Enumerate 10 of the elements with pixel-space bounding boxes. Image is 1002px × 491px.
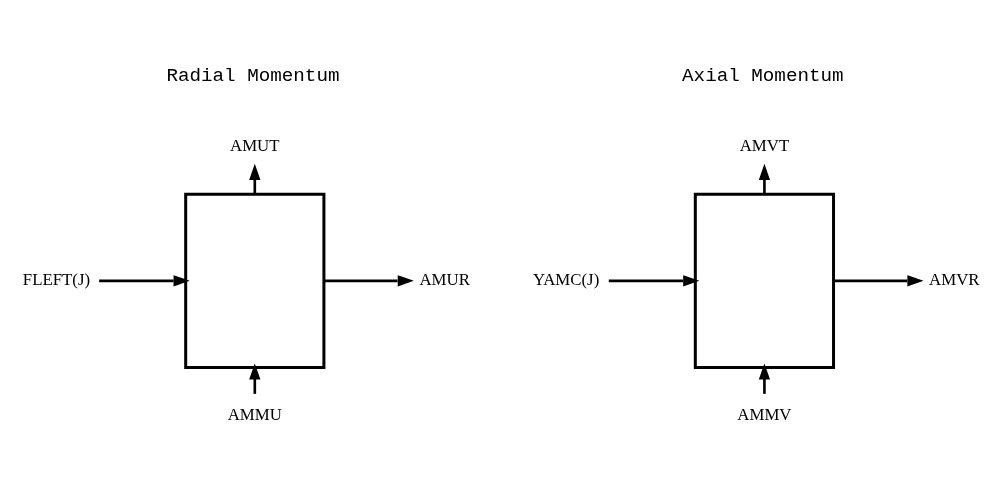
node-text: AMUR: [418, 269, 470, 289]
node-text: FLEFT(J): [22, 269, 90, 289]
node-text: AMVR: [928, 269, 980, 289]
node-text: AMMU: [227, 404, 282, 424]
node-text: YAMC(J): [532, 269, 599, 289]
label: Axial Momentum: [681, 64, 844, 87]
node-text: AMUT: [229, 135, 280, 155]
node-text: AMMV: [736, 404, 792, 424]
label: Radial Momentum: [165, 64, 339, 87]
node-text: AMVT: [739, 135, 789, 155]
